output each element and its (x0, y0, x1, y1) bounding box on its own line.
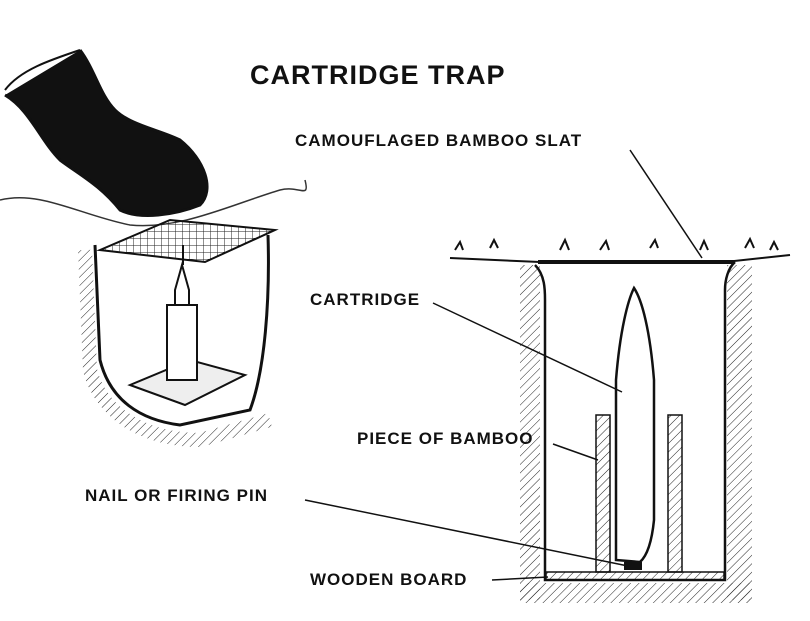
pit-outline (93, 234, 270, 427)
camouflage-slat (96, 218, 279, 264)
bamboo-right (667, 414, 683, 573)
cross-section (449, 236, 791, 603)
ground-grass (449, 254, 791, 263)
cartridge (174, 261, 190, 306)
wooden-board (545, 571, 725, 581)
leader-lines (304, 149, 703, 581)
label-nail-or-firing-pin: NAIL OR FIRING PIN (85, 486, 268, 505)
perspective-sketch (0, 49, 307, 448)
firing-pin (624, 562, 642, 570)
bamboo-tube (166, 304, 198, 381)
boot-icon (4, 49, 209, 217)
label-piece-of-bamboo: PIECE OF BAMBOO (357, 429, 534, 448)
label-wooden-board: WOODEN BOARD (310, 570, 468, 589)
label-cartridge: CARTRIDGE (310, 290, 421, 309)
cartridge-shape (614, 285, 656, 564)
bamboo-left (595, 414, 611, 573)
diagram-title: CARTRIDGE TRAP (250, 60, 506, 90)
label-camouflaged-bamboo-slat: CAMOUFLAGED BAMBOO SLAT (295, 131, 583, 150)
